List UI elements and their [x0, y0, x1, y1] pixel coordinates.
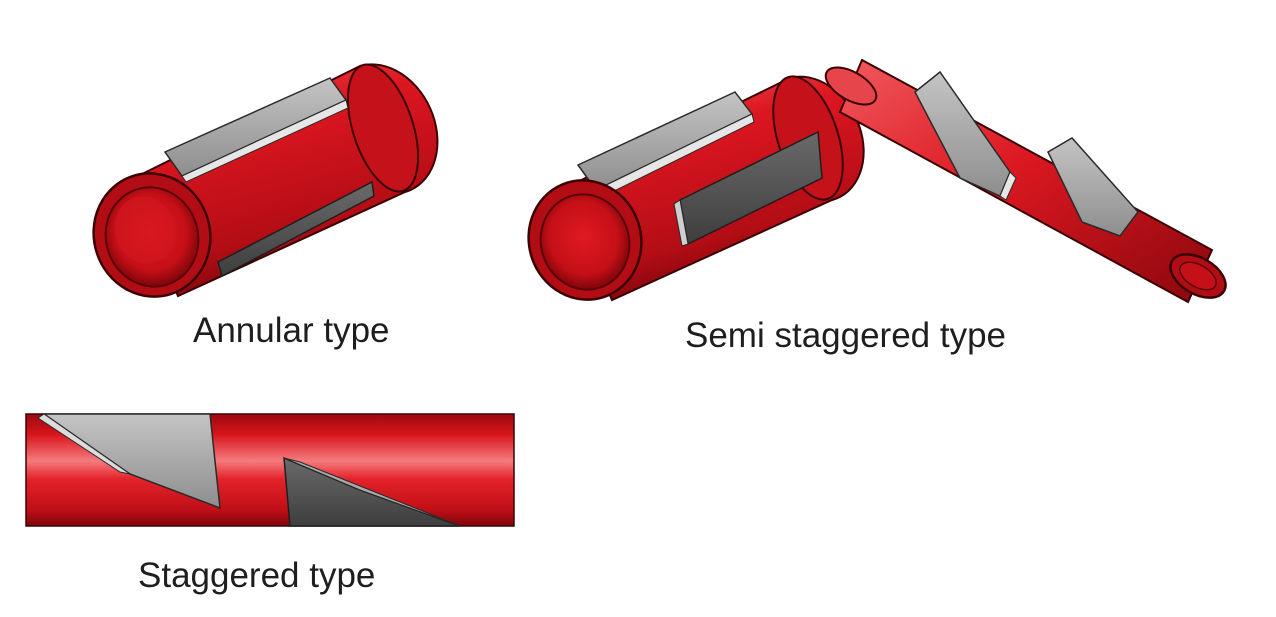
staggered-centralizer [25, 413, 515, 527]
semi-staggered-centralizer-short [527, 75, 865, 302]
caption-staggered-type: Staggered type [138, 556, 376, 595]
semi-staggered-centralizer-long [824, 58, 1227, 304]
caption-semi-staggered-type: Semi staggered type [685, 316, 1007, 355]
annular-centralizer [92, 63, 439, 298]
caption-annular-type: Annular type [193, 311, 390, 350]
